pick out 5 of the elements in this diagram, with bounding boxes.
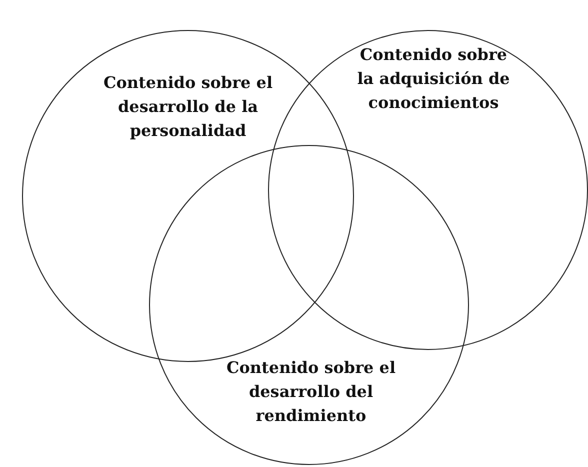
venn-circle — [22, 30, 354, 362]
circle-label: Contenido sobre el desarrollo de la personalidad — [102, 72, 274, 142]
circle-label: Contenido sobre la adquisición de conocimientos — [356, 44, 511, 114]
circle-label: Contenido sobre el desarrollo del rendimiento — [225, 357, 397, 427]
venn-circle — [149, 145, 469, 465]
